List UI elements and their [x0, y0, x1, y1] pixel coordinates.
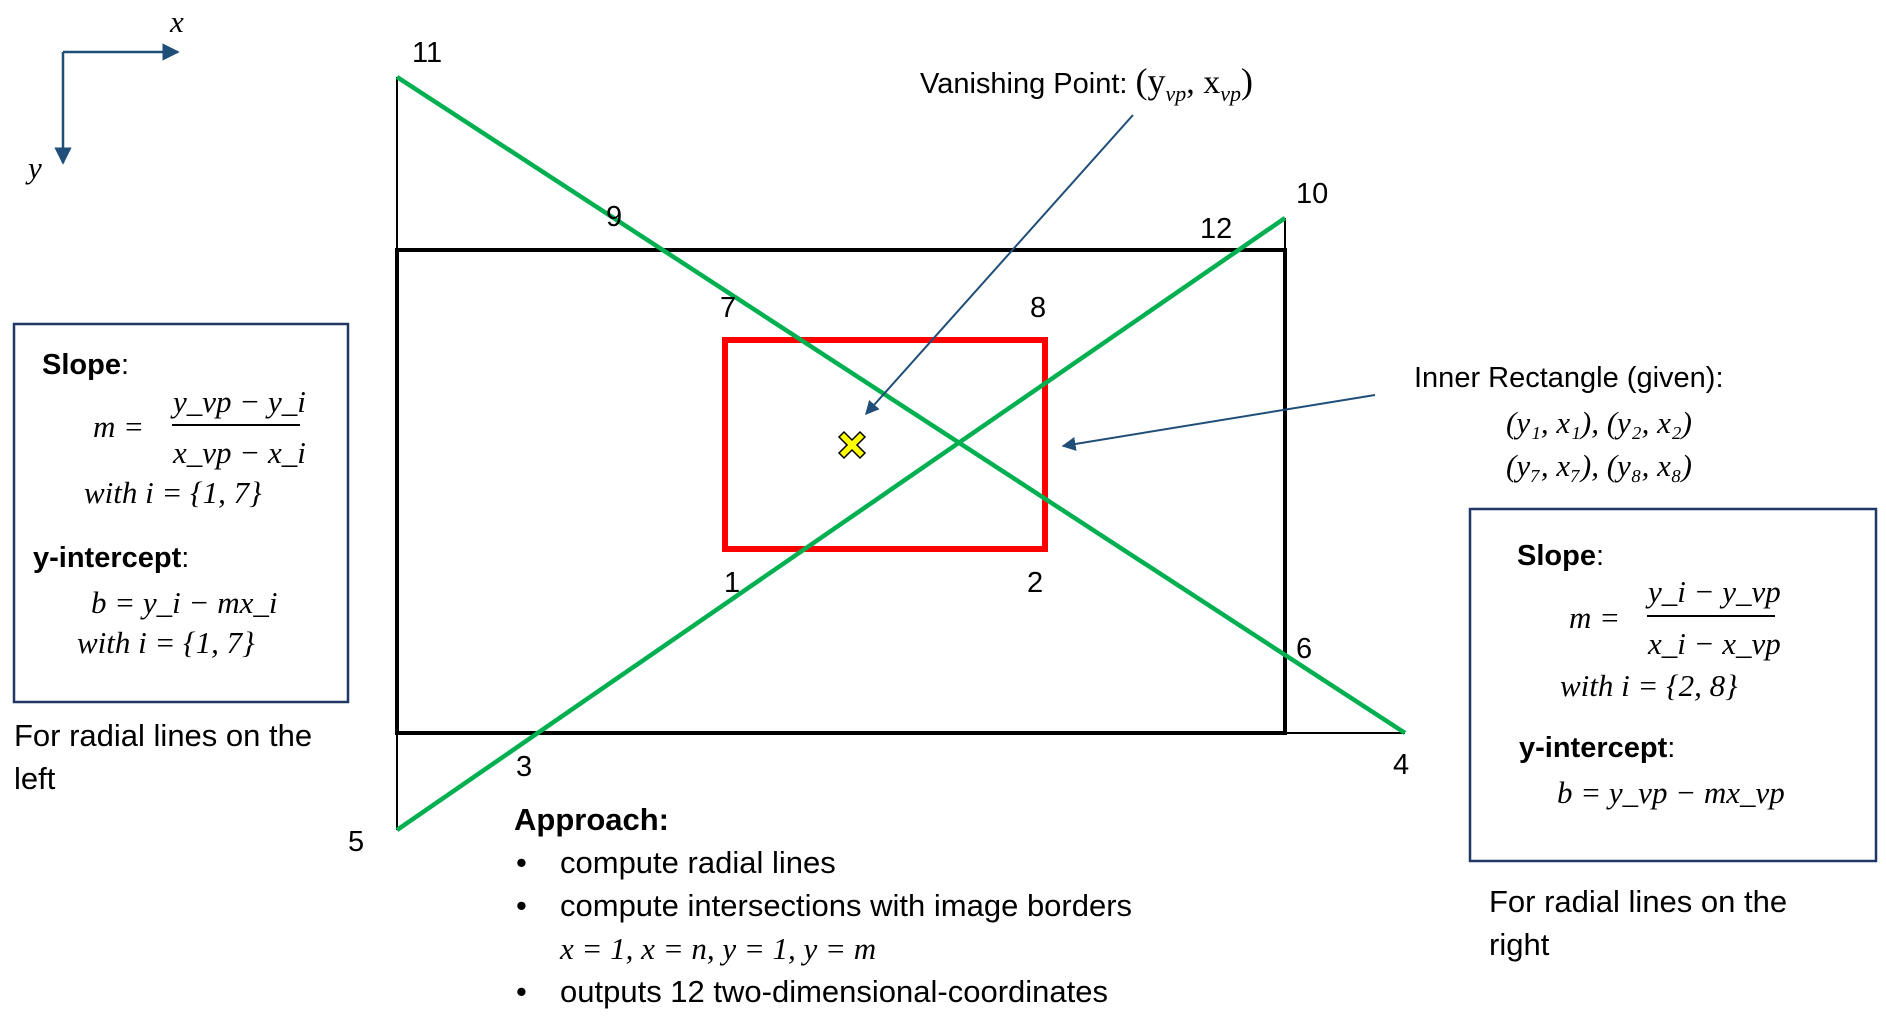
right-slope-denominator: x_i − x_vp — [1647, 626, 1781, 661]
right-slope-numerator: y_i − y_vp — [1645, 574, 1781, 609]
left-caption-line-1: For radial lines on the — [14, 718, 313, 753]
point-label-1: 1 — [724, 567, 740, 599]
vanishing-point-title: Vanishing Point: (yvp, xvp) — [920, 61, 1253, 106]
point-labels: 1 2 3 4 5 6 7 8 9 10 11 12 — [348, 37, 1409, 858]
inner-rectangle — [722, 337, 1048, 552]
point-label-9: 9 — [606, 201, 622, 233]
left-intercept-heading: y-intercept: — [33, 542, 189, 574]
left-formula-box: Slope: m = y_vp − y_i x_vp − x_i with i … — [12, 322, 350, 704]
right-slope-heading: Slope: — [1517, 540, 1604, 572]
point-label-3: 3 — [516, 751, 532, 783]
point-label-4: 4 — [1393, 749, 1409, 781]
left-slope-with: with i = {1, 7} — [84, 475, 262, 510]
left-caption-line-2: left — [14, 761, 56, 796]
approach-item: outputs 12 two-dimensional-coordinates — [514, 970, 1132, 1013]
point-label-7: 7 — [720, 292, 736, 324]
inner-rectangle-annotation: Inner Rectangle (given): (y₁, x₁), (y₂, … — [1414, 362, 1724, 483]
left-caption: For radial lines on the left — [14, 714, 312, 800]
right-box-frame — [1468, 507, 1878, 863]
approach-item: compute intersections with image borders — [514, 884, 1132, 927]
left-intercept-equation: b = y_i − mx_i — [91, 585, 277, 620]
approach-heading: Approach: — [514, 802, 669, 837]
left-slope-heading: Slope: — [42, 349, 129, 381]
vanishing-point-arrow — [865, 114, 1134, 416]
left-m-equals: m = — [93, 409, 144, 444]
point-label-6: 6 — [1296, 633, 1312, 665]
image-border-rectangle — [395, 248, 1287, 735]
x-axis-label: x — [169, 4, 184, 39]
radial-lines — [395, 75, 1407, 832]
right-formula-box: Slope: m = y_i − y_vp x_i − x_vp with i … — [1468, 507, 1878, 863]
left-slope-denominator: x_vp − x_i — [172, 435, 306, 470]
inner-rectangle-coords-1: (y₁, x₁), (y₂, x₂) — [1506, 405, 1692, 440]
right-caption-line-2: right — [1489, 927, 1550, 962]
right-intercept-heading: y-intercept: — [1519, 732, 1675, 764]
y-axis-label: y — [25, 150, 42, 185]
right-caption-line-1: For radial lines on the — [1489, 884, 1788, 919]
inner-rectangle-title: Inner Rectangle (given): — [1414, 362, 1724, 394]
point-label-10: 10 — [1296, 178, 1328, 210]
point-label-2: 2 — [1027, 567, 1043, 599]
right-intercept-equation: b = y_vp − mx_vp — [1557, 775, 1785, 810]
point-label-12: 12 — [1200, 213, 1232, 245]
right-caption: For radial lines on the right — [1489, 880, 1787, 966]
radial-line-11-4 — [395, 75, 1407, 735]
approach-borders-equation: x = 1, x = n, y = 1, y = m — [560, 931, 877, 966]
right-slope-with: with i = {2, 8} — [1560, 668, 1738, 703]
left-box-frame — [12, 322, 350, 704]
vanishing-point-marker — [837, 430, 867, 460]
point-label-5: 5 — [348, 826, 364, 858]
axes-indicator: x y — [25, 4, 184, 185]
point-label-8: 8 — [1030, 292, 1046, 324]
inner-rectangle-arrow — [1061, 394, 1376, 451]
approach-section: Approach: compute radial lines compute i… — [514, 798, 1132, 1013]
approach-list: compute radial lines compute intersectio… — [514, 841, 1132, 927]
approach-list-continued: outputs 12 two-dimensional-coordinates — [514, 970, 1132, 1013]
inner-rectangle-coords-2: (y₇, x₇), (y₈, x₈) — [1506, 448, 1692, 483]
point-label-11: 11 — [412, 37, 442, 69]
right-m-equals: m = — [1569, 600, 1620, 635]
extension-lines — [396, 77, 1405, 830]
left-intercept-with: with i = {1, 7} — [77, 625, 255, 660]
radial-line-5-10 — [395, 216, 1287, 832]
approach-item: compute radial lines — [514, 841, 1132, 884]
left-slope-numerator: y_vp − y_i — [170, 384, 306, 419]
